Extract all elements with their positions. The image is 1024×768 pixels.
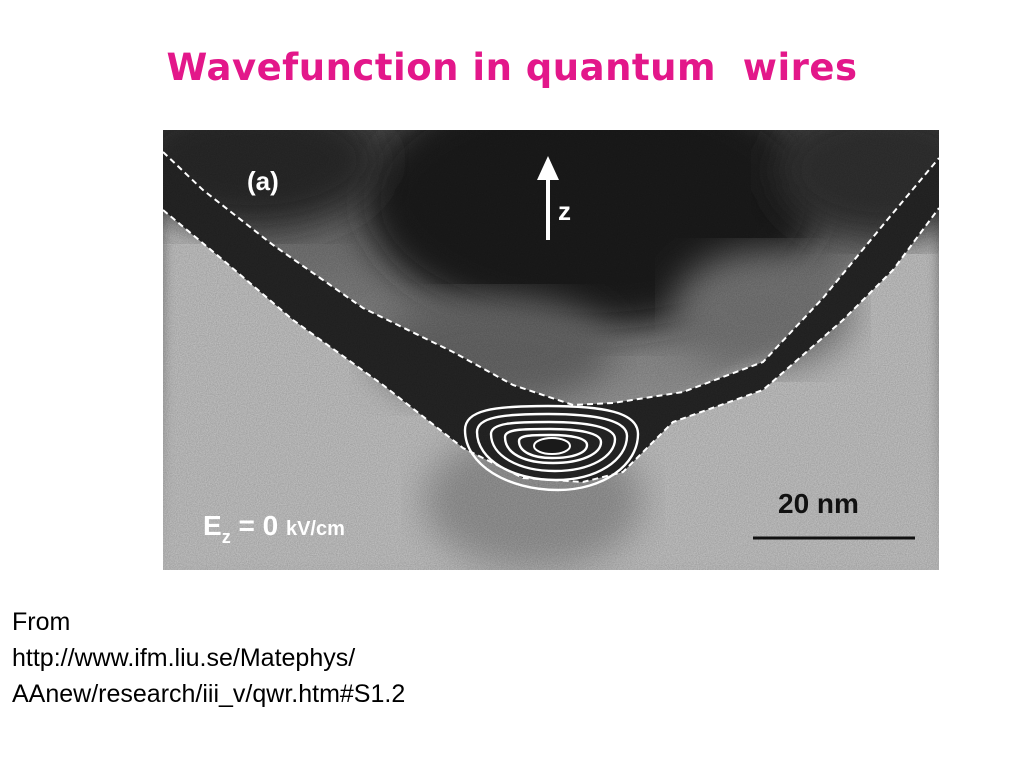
field-unit: kV/cm <box>286 518 345 540</box>
source-prefix: From <box>12 608 71 636</box>
field-symbol: E <box>203 510 222 541</box>
field-annotation: Ez = 0 kV/cm <box>203 510 345 547</box>
upper-interface-line <box>163 151 939 407</box>
wavefunction-contours <box>463 404 640 492</box>
micrograph-grain <box>163 130 939 570</box>
lower-interface-line <box>163 207 939 484</box>
up-arrow-icon <box>537 156 559 240</box>
contour-3 <box>489 420 617 473</box>
scale-bar-label: 20 nm <box>778 488 859 519</box>
source-url-line-2: AAnew/research/iii_v/qwr.htm#S1.2 <box>12 680 406 708</box>
contour-4 <box>503 427 603 465</box>
tem-micrograph-figure: (a) z Ez = 0 kV/cm 20 nm <box>163 130 939 570</box>
field-value: = 0 <box>231 510 286 541</box>
source-url-line-1: http://www.ifm.liu.se/Matephys/ <box>12 644 356 672</box>
panel-label: (a) <box>247 166 279 196</box>
slide-title: Wavefunction in quantum wires <box>166 46 858 89</box>
field-subscript: z <box>222 527 231 547</box>
z-axis-label: z <box>558 196 571 226</box>
contour-1 <box>463 404 640 492</box>
contour-2 <box>475 412 629 482</box>
contour-core <box>533 437 571 455</box>
source-citation: From http://www.ifm.liu.se/Matephys/ AAn… <box>12 604 405 712</box>
contour-5 <box>517 433 589 460</box>
